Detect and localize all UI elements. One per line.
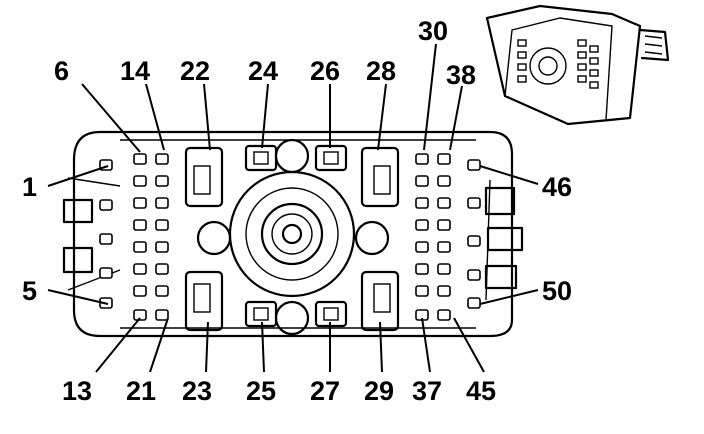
leader-lines xyxy=(47,43,539,373)
pin-label-22: 22 xyxy=(180,56,210,86)
terminal-cavity xyxy=(467,269,481,281)
terminal-cavity xyxy=(467,197,481,209)
terminal-cavity xyxy=(155,263,169,275)
terminal-cavity xyxy=(415,219,429,231)
pin-label-38: 38 xyxy=(446,60,476,90)
pin-label-45: 45 xyxy=(466,376,496,406)
terminal-cavity xyxy=(155,153,169,165)
pin-label-28: 28 xyxy=(366,56,396,86)
terminal-cavity xyxy=(155,309,169,321)
terminal-cavity xyxy=(415,241,429,253)
terminal-cavity xyxy=(437,263,451,275)
terminal-cavity xyxy=(155,197,169,209)
pin-label-50: 50 xyxy=(542,276,572,306)
terminal-cavity xyxy=(415,197,429,209)
terminal-cavity xyxy=(133,263,147,275)
terminal-cavity xyxy=(99,199,113,211)
terminal-cavity xyxy=(155,175,169,187)
terminal-cavity xyxy=(133,219,147,231)
terminal-cavity xyxy=(133,175,147,187)
terminal-cavity xyxy=(437,153,451,165)
terminal-cavity xyxy=(155,285,169,297)
pin-label-23: 23 xyxy=(182,376,212,406)
terminal-cavity xyxy=(467,159,481,171)
pin-label-26: 26 xyxy=(310,56,340,86)
pin-label-29: 29 xyxy=(364,376,394,406)
pin-label-6: 6 xyxy=(54,56,69,86)
terminal-cavity xyxy=(133,309,147,321)
terminal-cavity xyxy=(133,285,147,297)
terminal-cavity xyxy=(415,175,429,187)
center-boss xyxy=(196,138,390,336)
terminal-cavity xyxy=(437,241,451,253)
pin-label-5: 5 xyxy=(22,276,37,306)
terminal-cavity xyxy=(437,219,451,231)
pin-label-13: 13 xyxy=(62,376,92,406)
terminal-cavity xyxy=(437,197,451,209)
terminal-cavity xyxy=(99,267,113,279)
terminal-cavity xyxy=(155,219,169,231)
terminal-cavity xyxy=(415,153,429,165)
pin-label-1: 1 xyxy=(22,172,37,202)
terminal-cavity xyxy=(437,285,451,297)
terminal-cavity xyxy=(415,285,429,297)
terminal-cavity xyxy=(467,297,481,309)
pin-label-25: 25 xyxy=(246,376,276,406)
pin-label-21: 21 xyxy=(126,376,156,406)
pin-label-37: 37 xyxy=(412,376,442,406)
terminal-cavity xyxy=(133,153,147,165)
large-cavities xyxy=(184,146,400,332)
small-cavities xyxy=(99,153,481,321)
pin-label-14: 14 xyxy=(120,56,150,86)
pin-labels: 6 14 22 24 26 28 30 38 1 5 46 50 13 21 2… xyxy=(22,16,572,406)
terminal-cavity xyxy=(415,263,429,275)
terminal-cavity xyxy=(437,309,451,321)
terminal-cavity xyxy=(133,241,147,253)
pin-label-30: 30 xyxy=(418,16,448,46)
pin-label-46: 46 xyxy=(542,172,572,202)
terminal-cavity xyxy=(133,197,147,209)
connector-body xyxy=(62,130,524,338)
terminal-cavity xyxy=(99,233,113,245)
terminal-cavity xyxy=(437,175,451,187)
pin-label-27: 27 xyxy=(310,376,340,406)
medium-cavities xyxy=(244,144,348,328)
connector-thumbnail xyxy=(485,4,670,126)
pin-label-24: 24 xyxy=(248,56,278,86)
terminal-cavity xyxy=(467,235,481,247)
terminal-cavity xyxy=(155,241,169,253)
